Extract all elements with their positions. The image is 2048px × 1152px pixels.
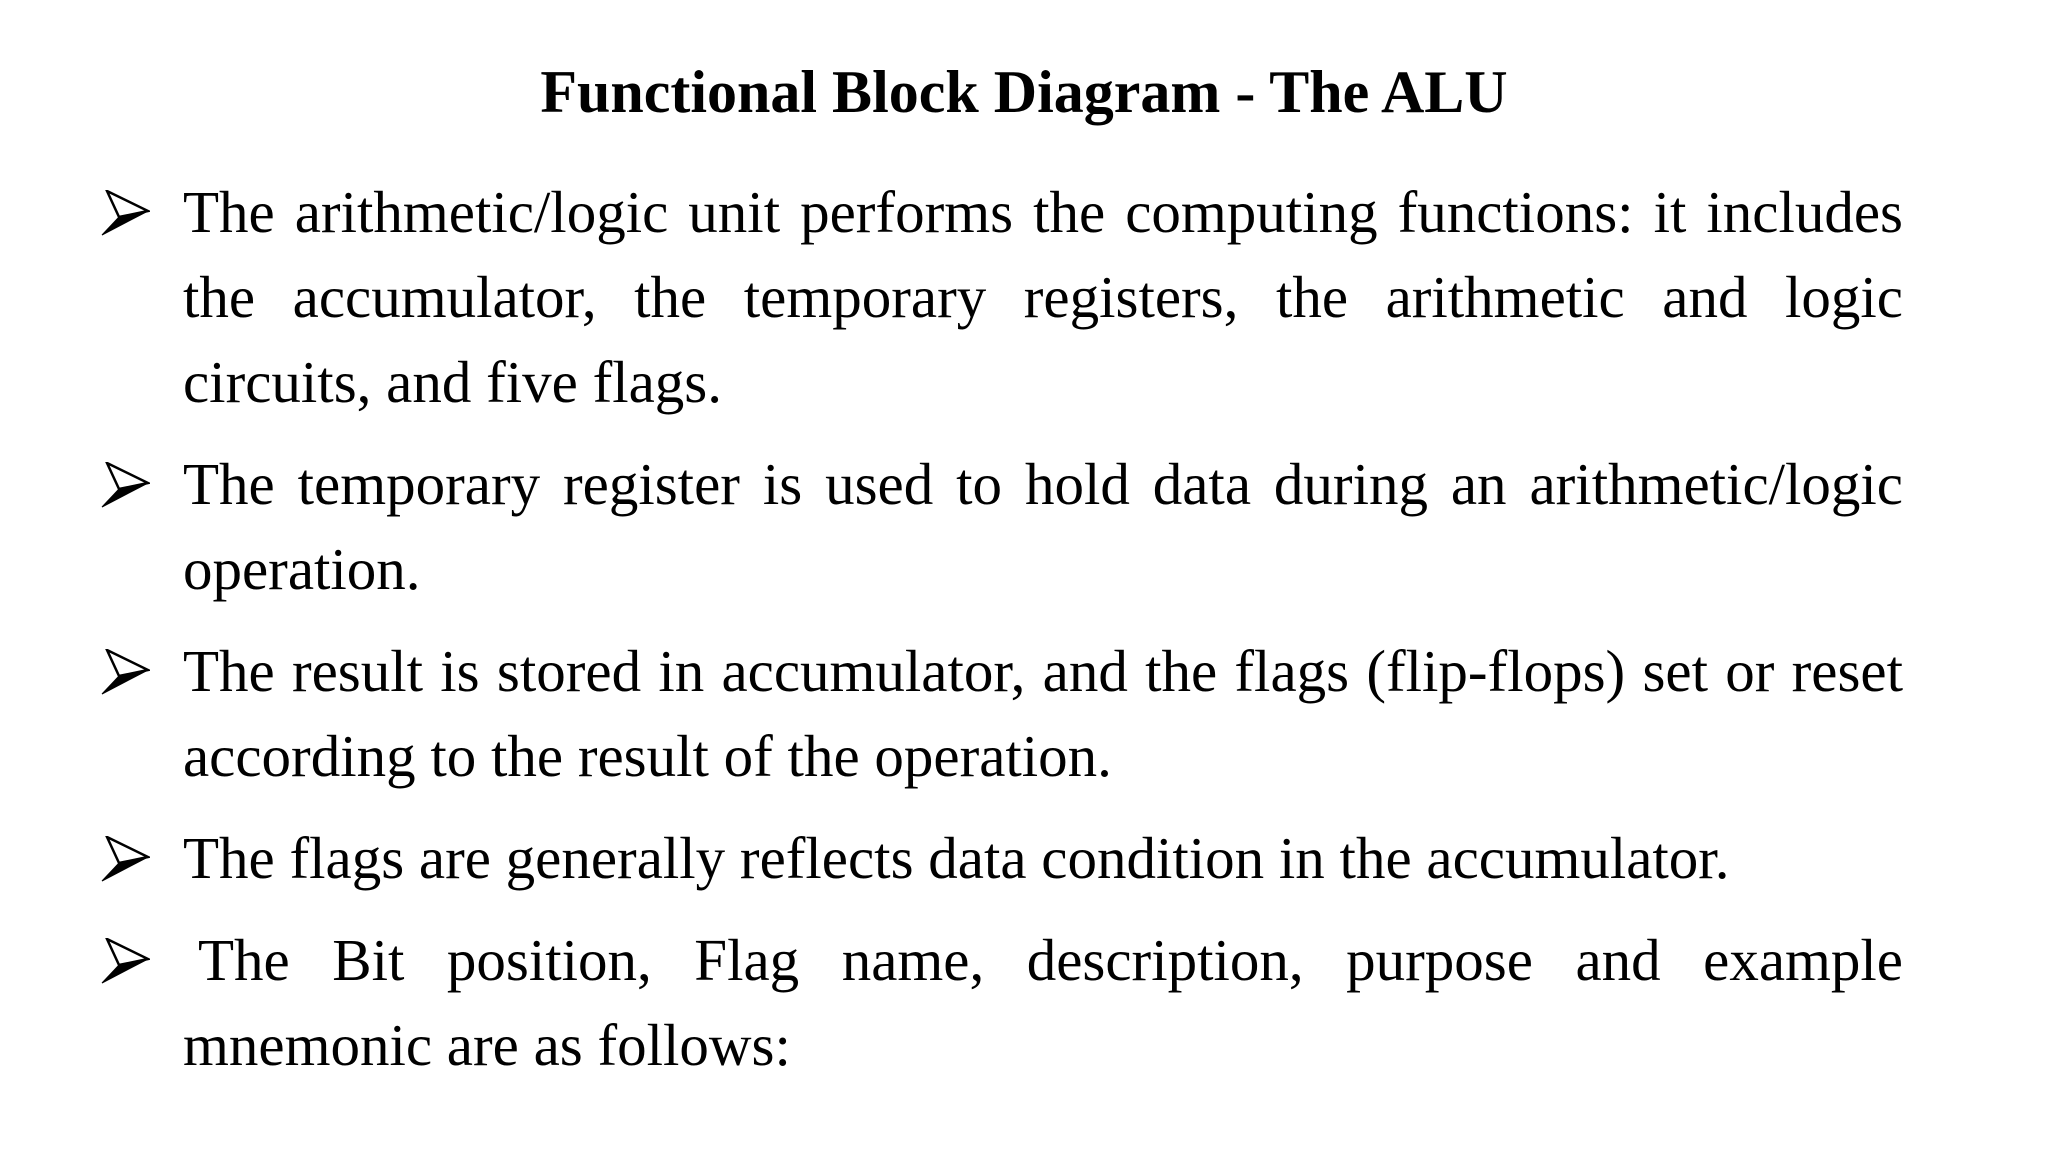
bullet-item: The result is stored in accumulator, and… [100, 629, 1903, 799]
bullet-text: The arithmetic/logic unit performs the c… [183, 179, 1903, 415]
bullet-text: The result is stored in accumulator, and… [183, 638, 1903, 789]
bullet-text: The Bit position, Flag name, description… [183, 927, 1903, 1078]
arrowhead-bullet-icon [101, 938, 150, 984]
arrowhead-bullet-icon [101, 190, 150, 236]
slide-title: Functional Block Diagram - The ALU [540, 59, 1508, 125]
bullet-item: The flags are generally reflects data co… [100, 816, 1903, 901]
bullet-item: The arithmetic/logic unit performs the c… [100, 170, 1903, 425]
bullet-text: The temporary register is used to hold d… [183, 451, 1903, 602]
bullet-text: The flags are generally reflects data co… [183, 825, 1730, 891]
arrowhead-bullet-icon [101, 836, 150, 882]
bullet-item: The Bit position, Flag name, description… [100, 918, 1903, 1088]
bullet-item: The temporary register is used to hold d… [100, 442, 1903, 612]
arrowhead-bullet-icon [101, 462, 150, 508]
arrowhead-bullet-icon [101, 649, 150, 695]
bullet-list: The arithmetic/logic unit performs the c… [100, 170, 1903, 1088]
